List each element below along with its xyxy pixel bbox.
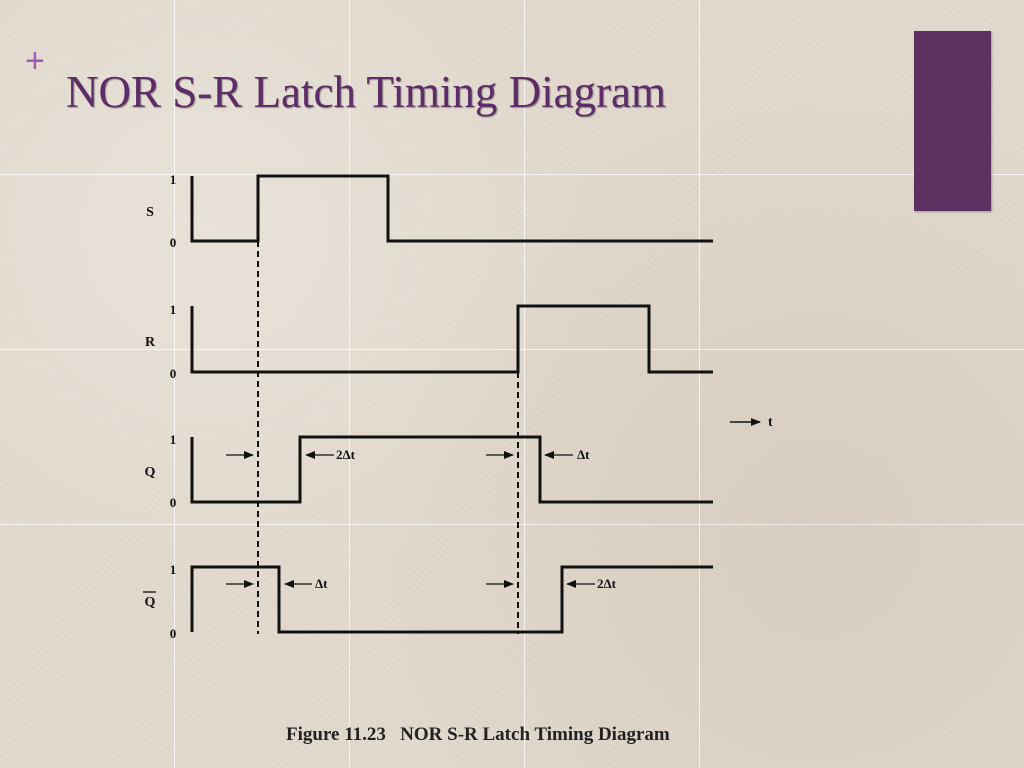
r-high-label: 1 <box>170 302 177 317</box>
r-waveform <box>190 304 713 374</box>
qbar-rise-delay-label: 2Δt <box>597 576 617 591</box>
r-signal-label: R <box>145 335 156 350</box>
qbar-waveform <box>190 565 713 634</box>
q-fall-delay-label: Δt <box>577 447 590 462</box>
signal-q-bar: 1 Q 0 Δt 2Δt <box>143 562 713 641</box>
grid-line <box>349 0 350 768</box>
qbar-high-label: 1 <box>170 562 177 577</box>
grid-line <box>0 174 1024 175</box>
r-low-label: 0 <box>170 366 177 381</box>
qbar-fall-delay-label: Δt <box>315 576 328 591</box>
signal-r: 1 R 0 <box>145 302 713 381</box>
s-signal-label: S <box>146 205 154 220</box>
q-rise-delay-label: 2Δt <box>336 447 356 462</box>
q-high-label: 1 <box>170 432 177 447</box>
s-waveform <box>190 174 713 243</box>
grid-line <box>0 524 1024 525</box>
q-low-label: 0 <box>170 495 177 510</box>
signal-s: 1 S 0 <box>146 172 713 250</box>
signal-q: 1 Q 0 2Δt Δt <box>145 432 713 510</box>
qbar-low-label: 0 <box>170 626 177 641</box>
q-signal-label: Q <box>145 465 156 480</box>
grid-line <box>0 349 1024 350</box>
s-high-label: 1 <box>170 172 177 187</box>
grid-line <box>174 0 175 768</box>
accent-bar <box>914 31 991 211</box>
slide-title: NOR S-R Latch Timing Diagram <box>66 67 667 117</box>
time-axis-indicator: t <box>730 415 773 430</box>
s-low-label: 0 <box>170 235 177 250</box>
q-waveform <box>190 435 713 504</box>
grid-line <box>524 0 525 768</box>
qbar-signal-label: Q <box>145 595 156 610</box>
grid-line <box>699 0 700 768</box>
figure-caption: Figure 11.23 NOR S-R Latch Timing Diagra… <box>286 724 670 745</box>
bullet-plus-icon: + <box>25 42 45 80</box>
time-label: t <box>768 415 773 430</box>
